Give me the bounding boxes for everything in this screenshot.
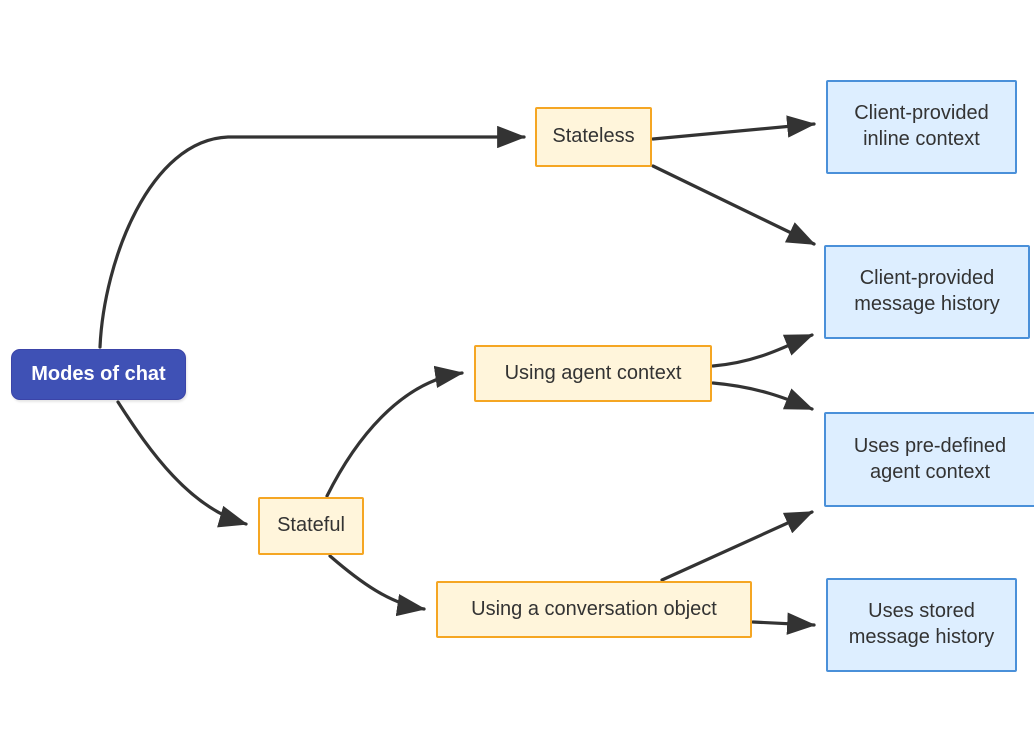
node-label-client-provided-message-history: Client-provided message history xyxy=(854,267,1000,315)
edge-agent-context-to-message-history xyxy=(711,333,814,368)
edge-modes-to-stateful xyxy=(116,400,248,528)
node-stateless[interactable]: Stateless xyxy=(535,107,652,167)
node-label-using-a-conversation-object: Using a conversation object xyxy=(471,597,717,620)
node-client-provided-inline-context[interactable]: Client-provided inline context xyxy=(826,80,1017,174)
edge-modes-to-stateless xyxy=(98,125,526,349)
node-uses-stored-message-history[interactable]: Uses stored message history xyxy=(826,578,1017,672)
node-client-provided-message-history[interactable]: Client-provided message history xyxy=(824,245,1030,339)
edge-agent-context-to-pre-defined xyxy=(711,381,814,411)
node-using-agent-context[interactable]: Using agent context xyxy=(474,345,712,402)
edge-stateful-to-agent-context xyxy=(325,365,464,498)
node-label-uses-pre-defined-agent-context: Uses pre-defined agent context xyxy=(853,434,1007,483)
node-stateful[interactable]: Stateful xyxy=(258,497,364,555)
node-modes-of-chat[interactable]: Modes of chat xyxy=(11,349,186,400)
edge-conversation-to-pre-defined xyxy=(660,510,814,582)
edge-stateless-to-message-history xyxy=(651,164,816,246)
node-label-stateless: Stateless xyxy=(552,125,635,148)
edge-stateful-to-conversation-object xyxy=(328,554,426,617)
node-uses-pre-defined-agent-context[interactable]: Uses pre-defined agent context xyxy=(824,412,1034,507)
edge-conversation-to-stored-history xyxy=(751,612,816,635)
node-using-a-conversation-object[interactable]: Using a conversation object xyxy=(436,581,752,638)
edge-group xyxy=(98,115,816,635)
edge-stateless-to-inline xyxy=(651,115,816,141)
node-label-stateful: Stateful xyxy=(277,514,345,537)
node-label-client-provided-inline-context: Client-provided inline context xyxy=(854,102,989,150)
node-label-modes-of-chat: Modes of chat xyxy=(31,362,166,385)
node-label-using-agent-context: Using agent context xyxy=(504,361,682,384)
node-label-uses-stored-message-history: Uses stored message history xyxy=(848,600,995,648)
